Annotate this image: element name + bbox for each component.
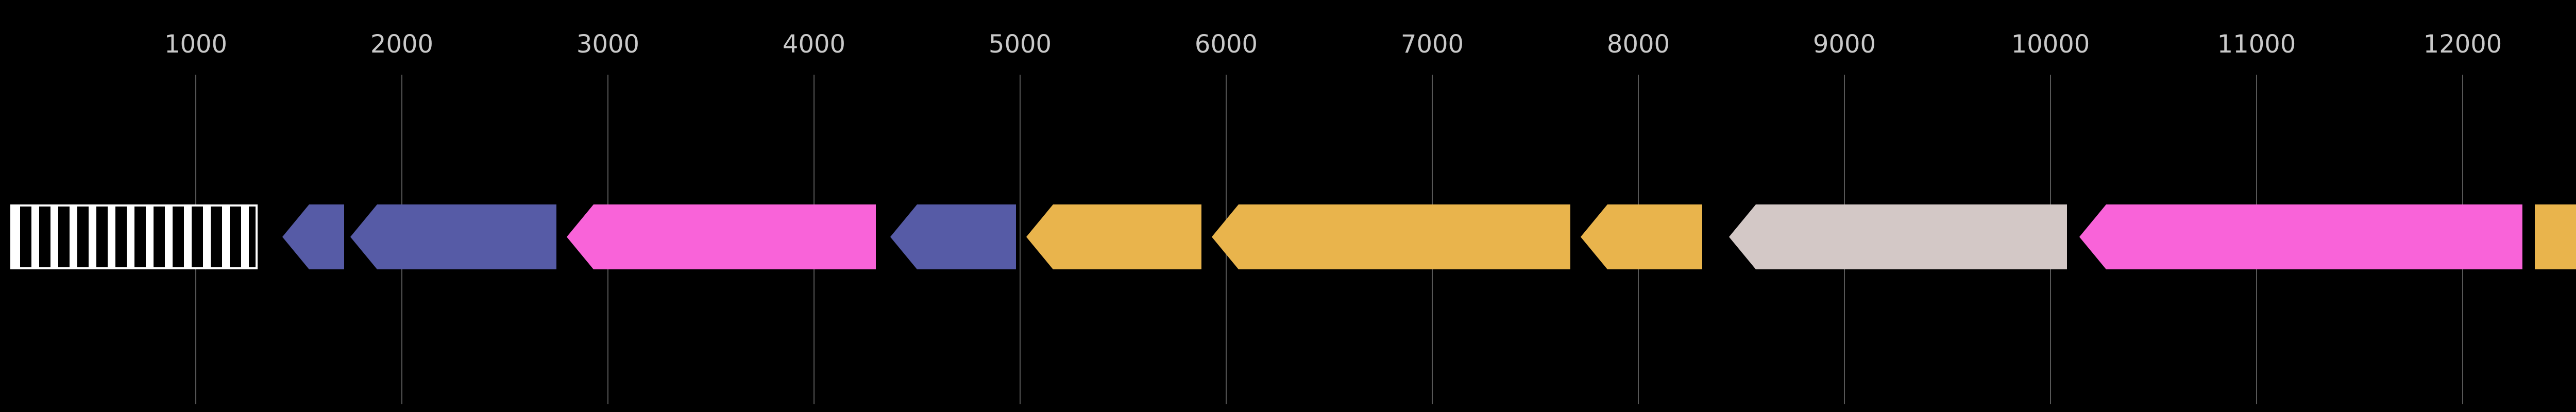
- ruler-tick-label: 2000: [370, 30, 434, 59]
- gene-4[interactable]: [890, 204, 1016, 269]
- gridline: [1020, 75, 1021, 404]
- gene-9[interactable]: [2079, 204, 2522, 269]
- gene-2[interactable]: [350, 204, 556, 269]
- ruler-tick-label: 3000: [576, 30, 640, 59]
- gene-8[interactable]: [1729, 204, 2067, 269]
- ruler-tick-label: 11000: [2217, 30, 2296, 59]
- ruler-tick-label: 6000: [1194, 30, 1258, 59]
- gene-3[interactable]: [567, 204, 876, 269]
- ruler-tick-label: 8000: [1606, 30, 1670, 59]
- gene-10[interactable]: [2535, 204, 2576, 269]
- gene-1[interactable]: [282, 204, 344, 269]
- ruler-tick-label: 10000: [2011, 30, 2090, 59]
- gene-7[interactable]: [1581, 204, 1702, 269]
- ruler-tick-label: 1000: [164, 30, 228, 59]
- gene-6[interactable]: [1212, 204, 1570, 269]
- gene-5[interactable]: [1026, 204, 1201, 269]
- ruler-tick-label: 12000: [2423, 30, 2502, 59]
- ruler-tick-label: 4000: [782, 30, 846, 59]
- ruler-tick-label: 9000: [1812, 30, 1876, 59]
- ruler-tick-label: 7000: [1400, 30, 1464, 59]
- ruler-tick-label: 5000: [988, 30, 1052, 59]
- repeat-region[interactable]: [10, 204, 258, 269]
